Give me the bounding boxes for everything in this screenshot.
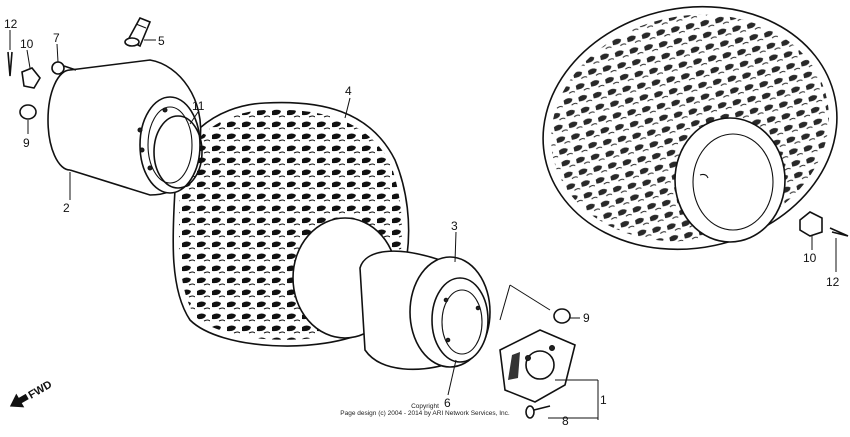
rim-outer-half [47, 59, 202, 196]
callout-12-left: 12 [4, 17, 18, 31]
callout-12-right: 12 [826, 275, 840, 289]
copyright-line-1: Copyright [411, 403, 439, 410]
callout-10-left: 10 [20, 37, 34, 51]
bolts-8 [525, 405, 551, 419]
wheel-hub [499, 329, 576, 403]
callout-5: 5 [158, 34, 165, 48]
nut-9-right [553, 308, 571, 324]
callout-7: 7 [53, 31, 60, 45]
leader-lines [9, 30, 837, 420]
callout-10-right: 10 [803, 251, 817, 265]
callout-2: 2 [63, 201, 70, 215]
o-ring [153, 115, 203, 189]
cotter-pin-left [7, 51, 13, 77]
nut-10-left [21, 67, 41, 89]
copyright-line-2: Page design (c) 2004 - 2014 by ARI Netwo… [340, 410, 510, 417]
valve-stem [124, 16, 152, 48]
rim-inner-half [359, 250, 491, 371]
right-wheel-assembly [542, 5, 838, 251]
callout-11: 11 [192, 99, 205, 113]
callout-3: 3 [451, 219, 458, 233]
callout-4: 4 [345, 84, 352, 98]
callout-8: 8 [562, 414, 569, 428]
callout-9-right: 9 [583, 311, 590, 325]
cotter-pin-right [829, 227, 849, 237]
callout-1: 1 [600, 393, 607, 407]
nut-9-left [19, 104, 37, 120]
callout-6: 6 [444, 396, 451, 410]
fwd-direction-indicator: FWD [9, 379, 54, 408]
nut-10-right [799, 211, 823, 237]
callout-9-left: 9 [23, 136, 30, 150]
fwd-label: FWD [26, 379, 54, 402]
